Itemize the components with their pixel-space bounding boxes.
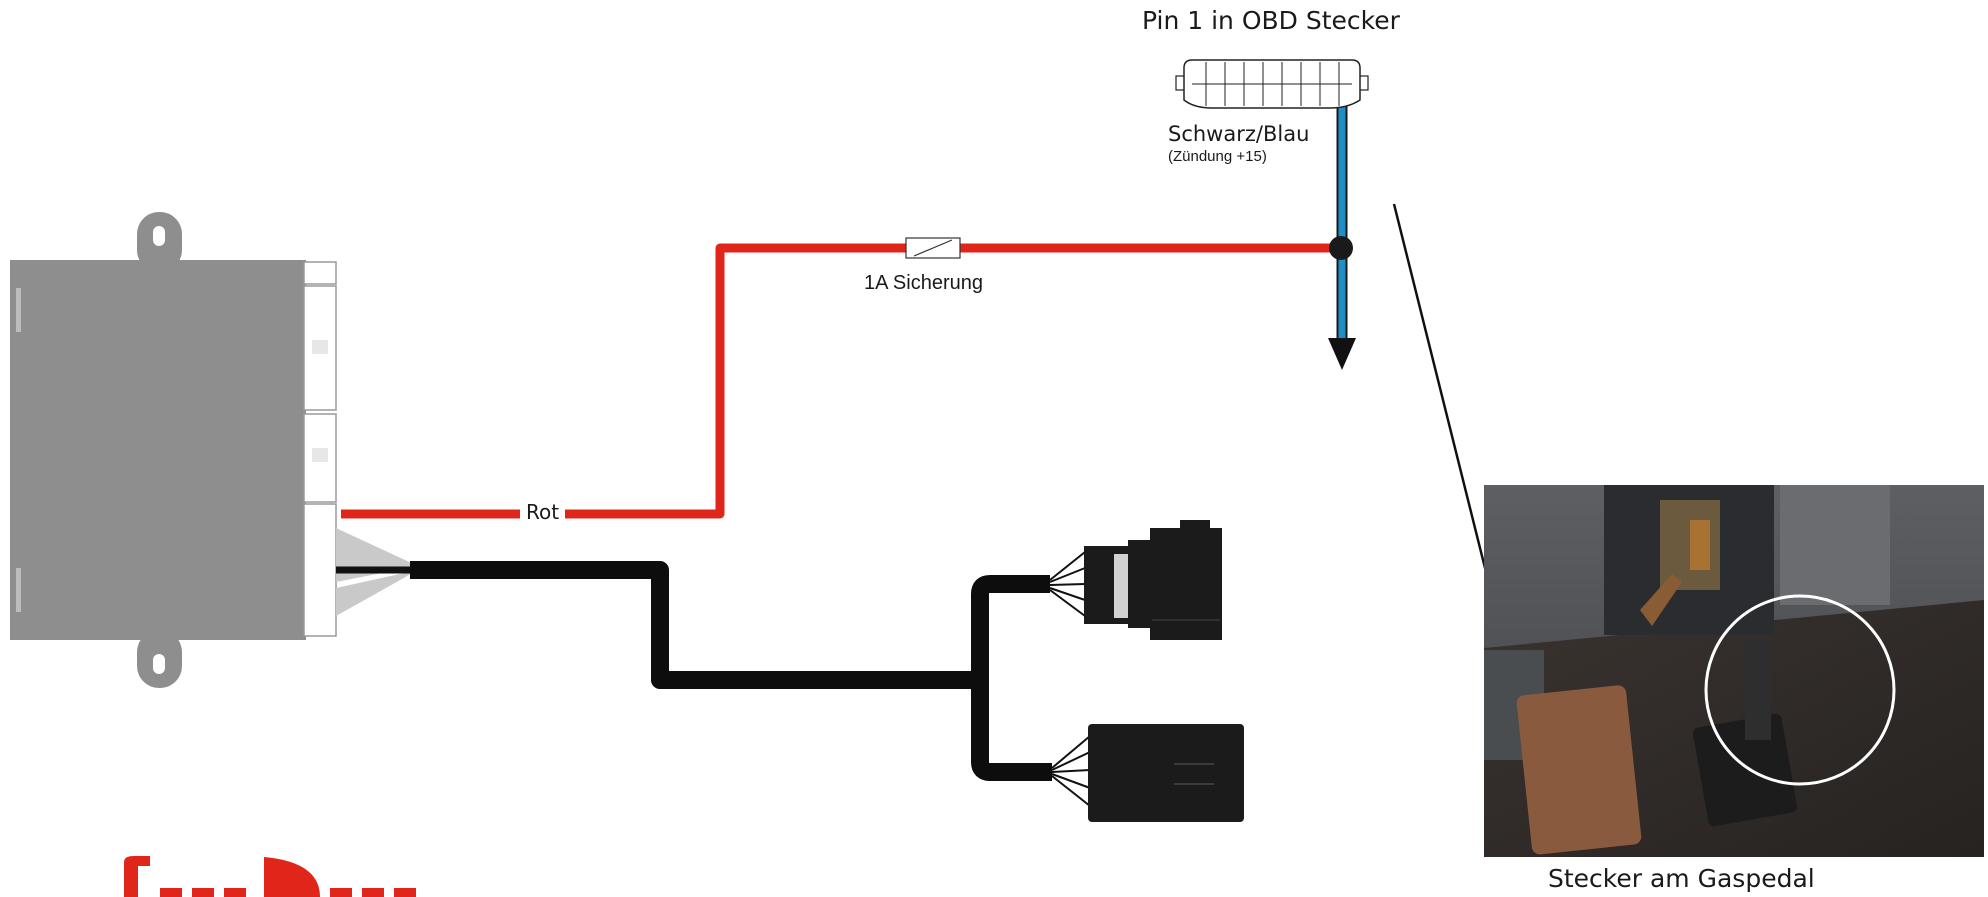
fuse-label: 1A Sicherung (864, 272, 983, 294)
plug-connector-icon (1049, 520, 1222, 640)
pedal-photo (1484, 485, 1984, 857)
black-cable (410, 561, 1052, 781)
fuse-icon (905, 237, 961, 259)
wire-function-label: (Zündung +15) (1168, 148, 1267, 165)
control-module-icon (10, 212, 337, 688)
red-wire (341, 243, 1340, 519)
wire-color-label: Schwarz/Blau (1168, 122, 1310, 146)
module-fan-wires (336, 528, 418, 616)
socket-connector-icon (1051, 724, 1244, 822)
arrow-down-icon (1328, 338, 1356, 370)
photo-caption: Stecker am Gaspedal (1548, 864, 1815, 893)
red-wire-label: Rot (520, 500, 566, 524)
brand-logo-icon (124, 856, 416, 897)
blue-wire (1328, 65, 1356, 370)
junction-dot (1329, 236, 1353, 260)
obd-connector-icon (1175, 59, 1369, 109)
obd-title: Pin 1 in OBD Stecker (1142, 6, 1400, 35)
